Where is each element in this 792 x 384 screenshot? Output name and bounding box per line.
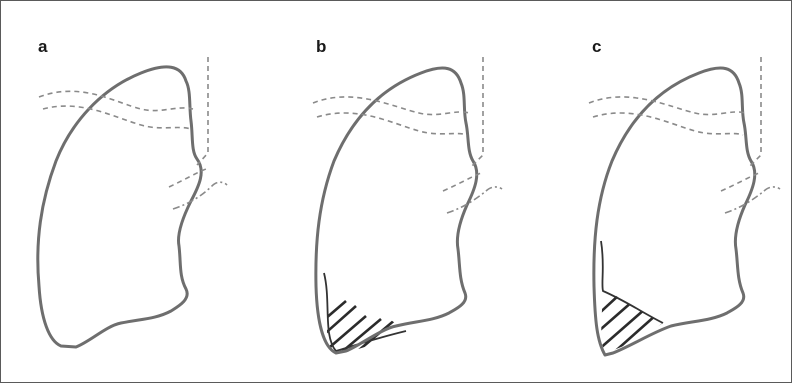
dashed-line <box>749 57 761 167</box>
dashed-line <box>589 97 745 115</box>
dashdot-line <box>173 182 227 209</box>
panel-c <box>589 57 780 355</box>
dashed-line <box>197 57 208 165</box>
dashed-line <box>43 106 191 129</box>
dashed-line <box>471 57 483 167</box>
panel-a <box>38 57 227 347</box>
dashed-line <box>39 91 193 110</box>
fluid-edge <box>601 241 663 323</box>
panel-b <box>311 57 502 361</box>
dashed-line <box>313 97 469 115</box>
dashed-line <box>593 113 743 135</box>
dashed-line <box>317 113 467 135</box>
